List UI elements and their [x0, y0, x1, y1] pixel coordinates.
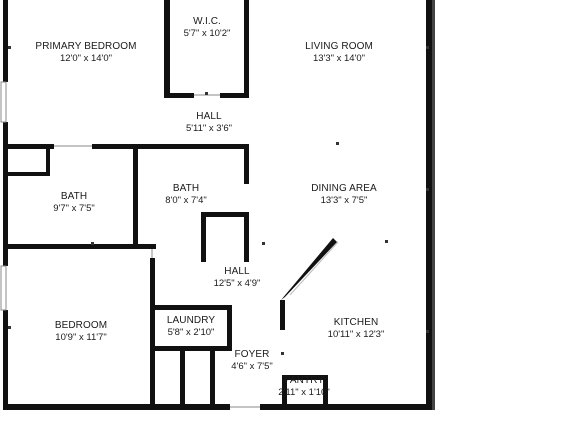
marker	[426, 188, 429, 191]
wall-closet-top	[201, 212, 249, 217]
wall-bath-closet-side	[46, 144, 50, 176]
wall-right-outer	[432, 0, 435, 410]
wall-closet-b	[210, 346, 215, 408]
marker	[8, 326, 11, 329]
counter-edge	[289, 241, 339, 296]
marker	[8, 46, 11, 49]
marker	[336, 142, 339, 145]
wall-bath-closet	[4, 172, 48, 176]
wall-laundry-bottom	[150, 346, 232, 351]
wall-bath-top-b	[92, 144, 249, 149]
marker	[426, 46, 429, 49]
marker	[426, 330, 429, 333]
wall-wic-right	[244, 0, 249, 98]
wall-left-bottom	[3, 310, 8, 410]
wall-laundry-right	[227, 305, 232, 351]
wall-bottom-right	[260, 404, 432, 410]
marker	[281, 352, 284, 355]
wall-kitchen-angle	[281, 238, 337, 300]
wall-wic-left	[164, 0, 170, 98]
wall-wic-bottom-a	[164, 93, 194, 98]
wall-right-inner	[426, 0, 432, 410]
wall-bottom-left	[4, 404, 230, 410]
wall-kitchen-stub	[280, 300, 285, 330]
walls	[3, 0, 435, 410]
wall-bath-top-a	[4, 144, 54, 149]
marker	[385, 240, 388, 243]
wall-left-mid	[3, 122, 8, 266]
markers	[8, 46, 429, 355]
wall-bath-center-right	[244, 144, 249, 184]
wall-closet-right	[244, 212, 249, 262]
wall-bath-bottom	[4, 244, 156, 249]
window-left-bottom	[0, 265, 7, 311]
marker	[91, 242, 94, 245]
wall-closet-left	[201, 212, 206, 262]
wall-pantry-right	[323, 375, 328, 405]
wall-closet-a	[180, 346, 185, 408]
wall-laundry-top	[150, 305, 232, 310]
wall-bedroom-right	[150, 258, 155, 408]
window-left-top	[0, 81, 7, 123]
wall-bath-divider	[133, 144, 138, 248]
marker	[262, 242, 265, 245]
wall-pantry-top	[282, 375, 328, 380]
marker	[205, 92, 208, 95]
wall-wic-bottom-b	[220, 93, 249, 98]
wall-pantry-left	[282, 376, 287, 406]
wall-left-top	[3, 0, 8, 82]
